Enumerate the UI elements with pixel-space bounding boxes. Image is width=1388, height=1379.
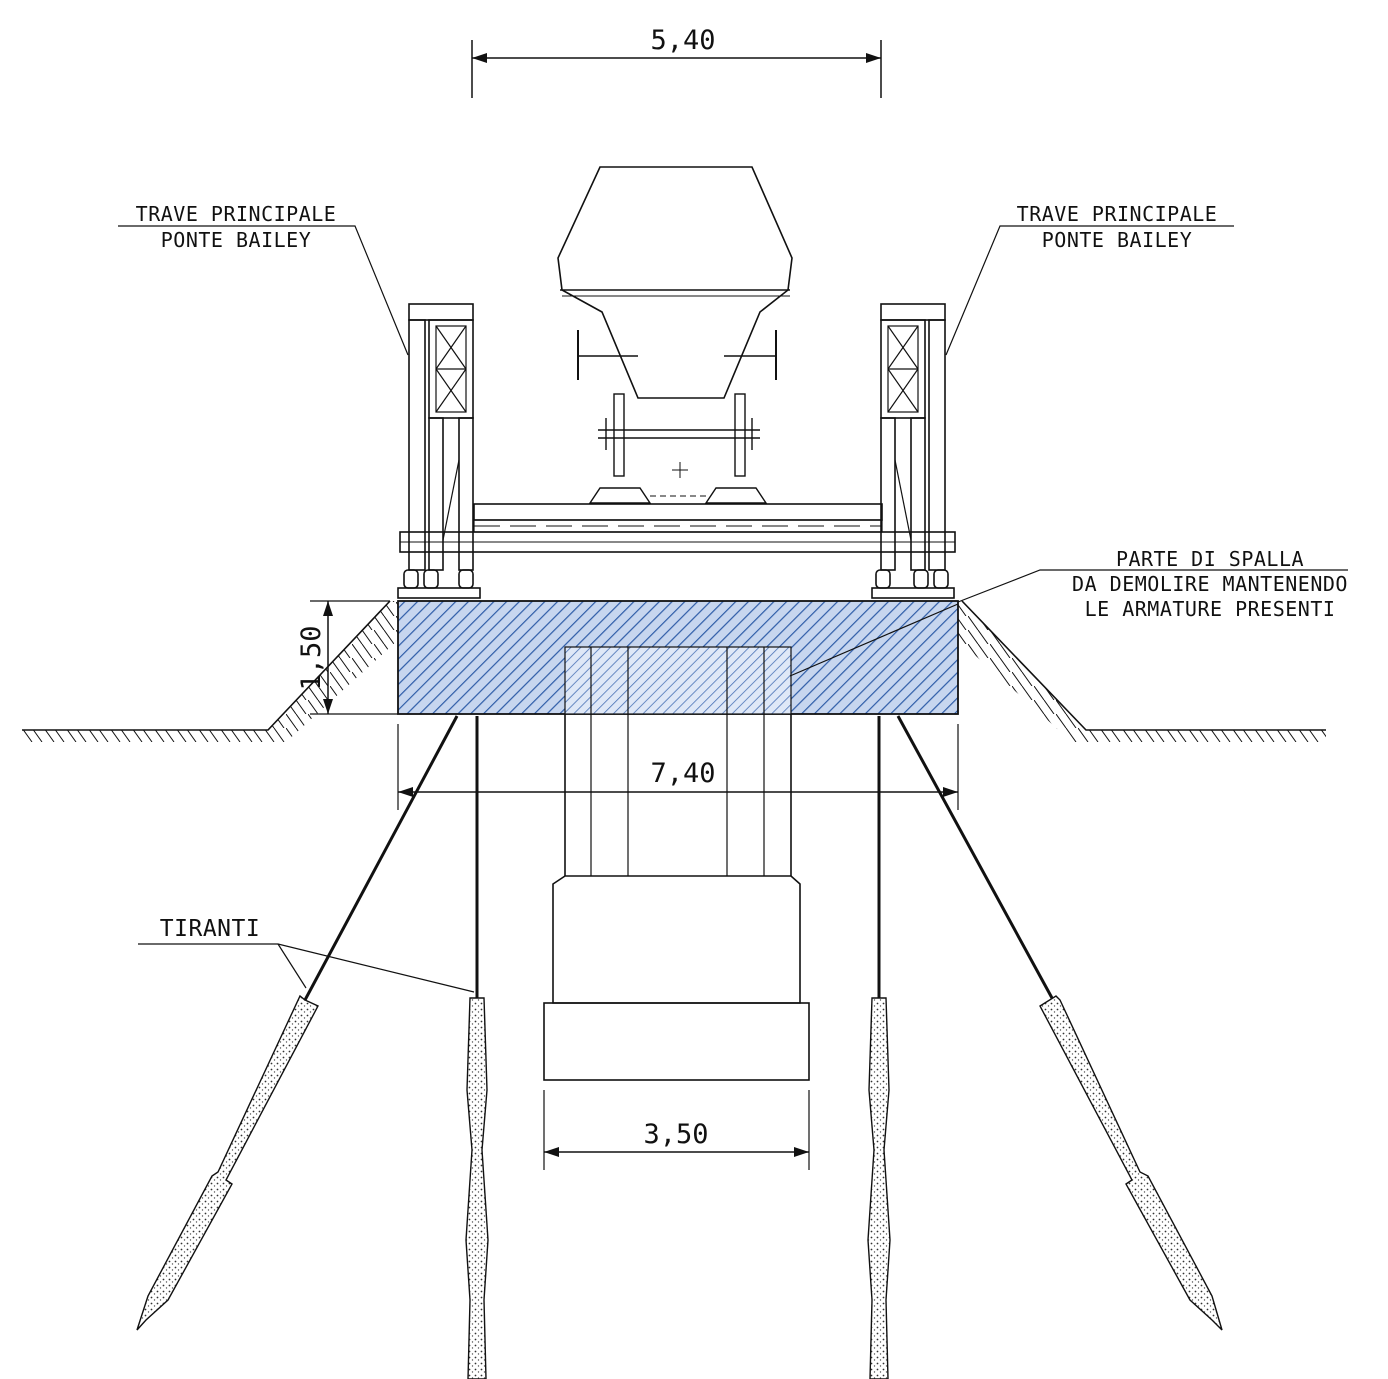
cap-depth-dimension: 1,50 <box>296 600 398 715</box>
top-span-dimension: 5,40 <box>471 25 882 98</box>
anchor-inner-right <box>867 716 891 1379</box>
anchor-outer-left <box>136 715 459 1331</box>
cap-depth-label: 1,50 <box>296 625 327 690</box>
abutment-cap-demolition-zone <box>397 600 959 715</box>
footing-width-label: 3,50 <box>643 1119 708 1150</box>
ground-left <box>22 600 398 742</box>
left-bailey-girder <box>397 303 481 599</box>
demolition-note: PARTE DI SPALLA DA DEMOLIRE MANTENENDO L… <box>789 547 1348 677</box>
right-girder-note: TRAVE PRINCIPALE PONTE BAILEY <box>945 202 1234 356</box>
rail-wagon <box>557 166 793 504</box>
anchor-outer-right <box>896 715 1223 1331</box>
right-girder-note-line1: TRAVE PRINCIPALE <box>1017 202 1218 226</box>
demolition-note-line1: PARTE DI SPALLA <box>1116 547 1304 571</box>
top-span-label: 5,40 <box>650 25 715 56</box>
existing-footing <box>543 875 810 1081</box>
bridge-deck <box>399 503 956 553</box>
anchors-note: TIRANTI <box>138 916 475 993</box>
demolition-note-line2: DA DEMOLIRE MANTENENDO <box>1072 572 1348 596</box>
left-girder-note: TRAVE PRINCIPALE PONTE BAILEY <box>118 202 409 356</box>
right-girder-note-line2: PONTE BAILEY <box>1042 228 1193 252</box>
demolition-note-line3: LE ARMATURE PRESENTI <box>1085 597 1336 621</box>
cap-width-dimension: 7,40 <box>397 724 959 810</box>
ground-right <box>958 600 1326 742</box>
left-girder-note-line1: TRAVE PRINCIPALE <box>136 202 337 226</box>
anchors-note-label: TIRANTI <box>160 916 260 942</box>
left-girder-note-line2: PONTE BAILEY <box>161 228 312 252</box>
footing-width-dimension: 3,50 <box>543 1090 810 1170</box>
right-bailey-girder <box>871 303 955 599</box>
cap-width-label: 7,40 <box>650 758 715 789</box>
anchor-inner-left <box>465 716 489 1379</box>
